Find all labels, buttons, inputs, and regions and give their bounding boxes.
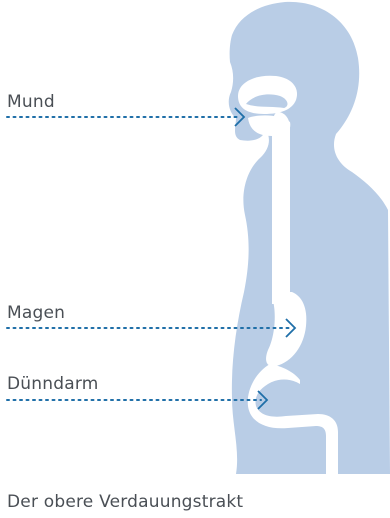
figure-caption: Der obere Verdauungstrakt [7, 492, 243, 512]
label-small-intestine: Dünndarm [7, 374, 98, 394]
label-stomach: Magen [7, 303, 65, 323]
esophagus [272, 112, 290, 304]
label-mouth: Mund [7, 92, 55, 112]
